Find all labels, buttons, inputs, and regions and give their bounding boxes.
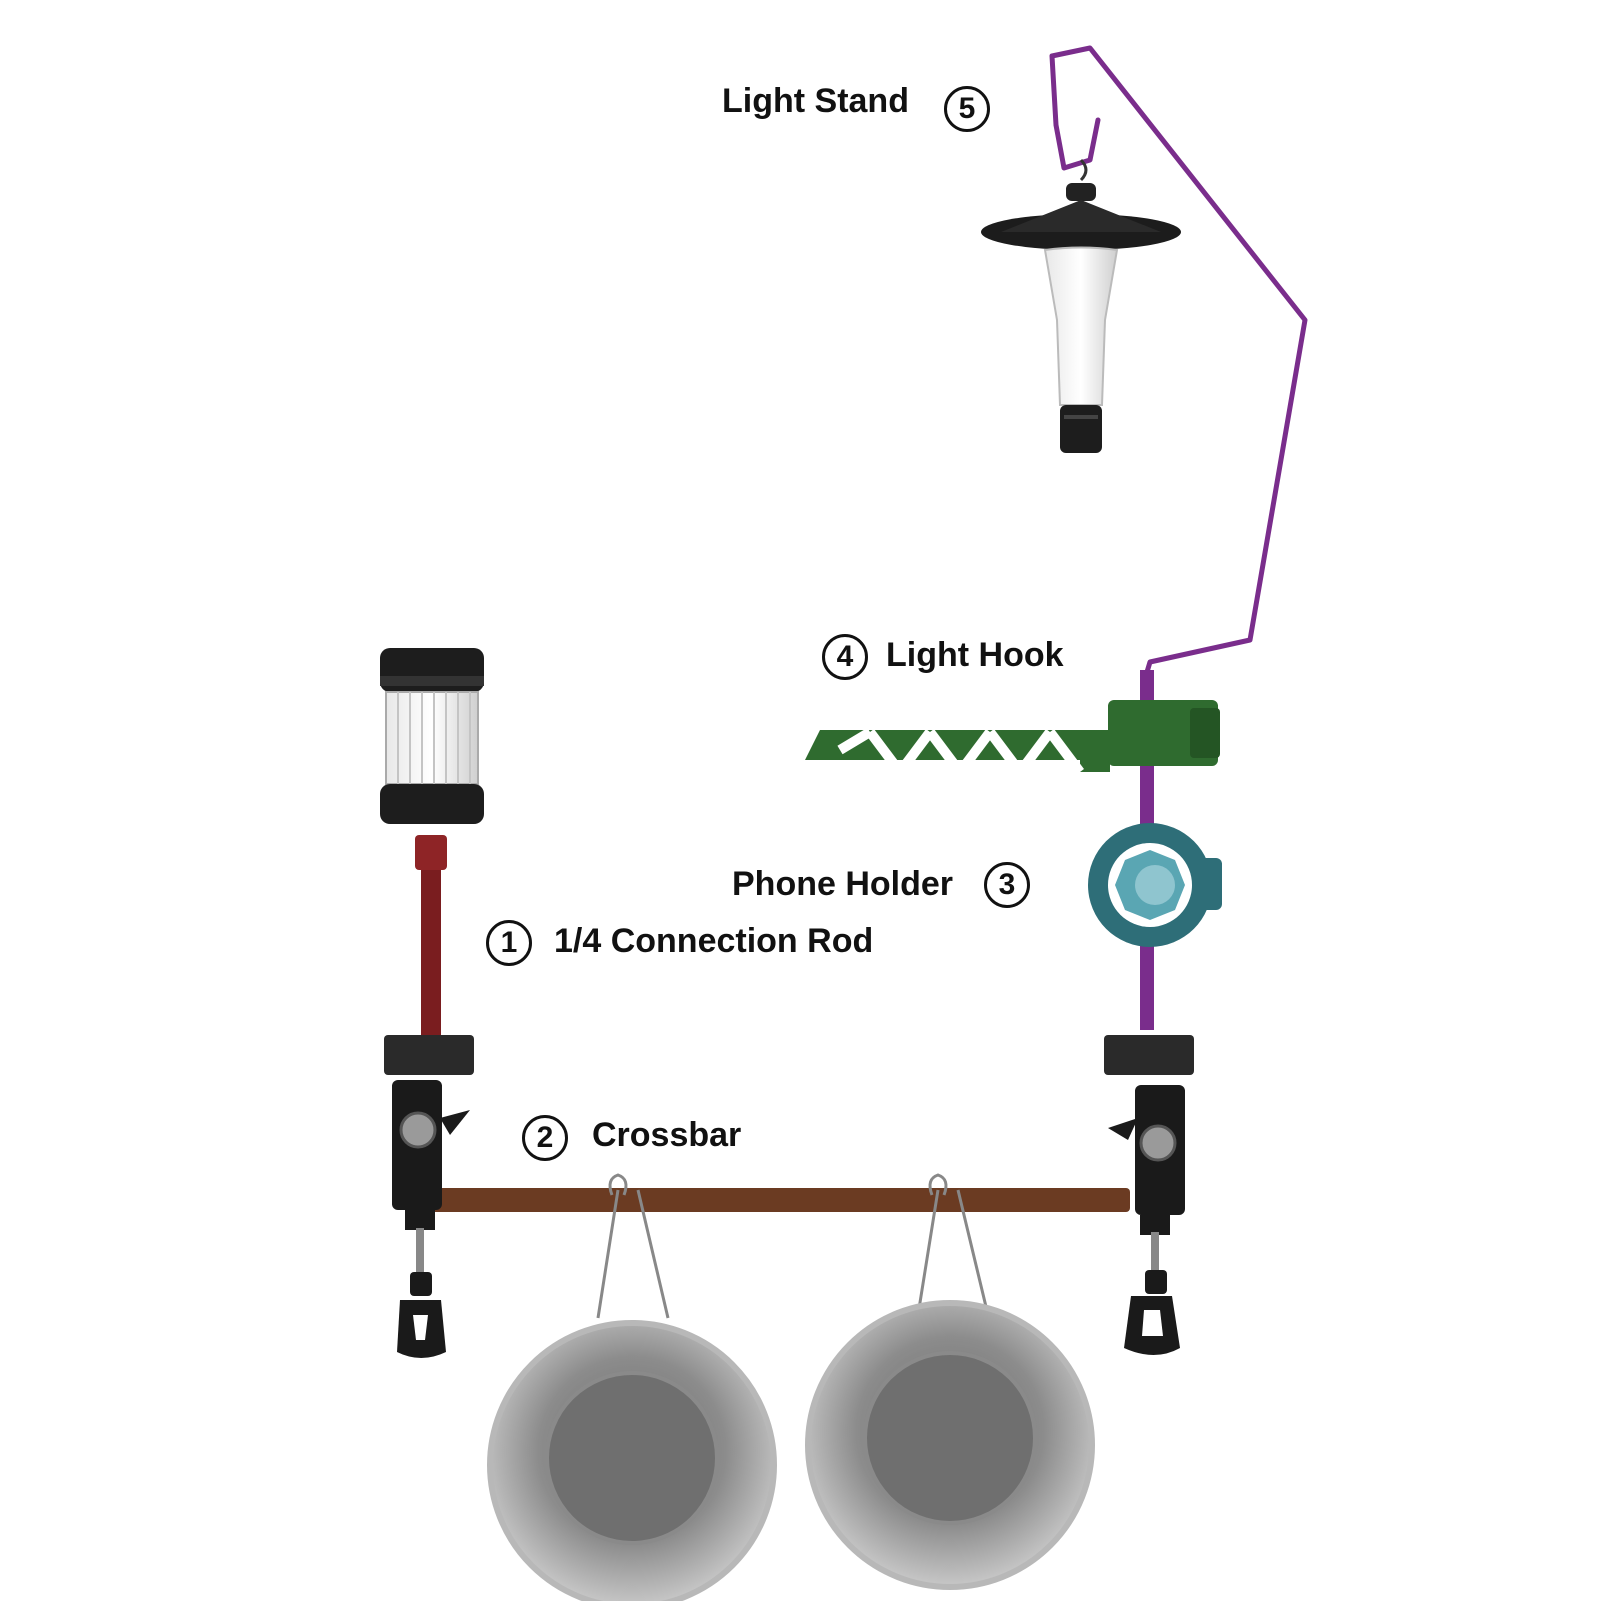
bowl-right xyxy=(805,1173,1095,1590)
callout-3-label: Phone Holder xyxy=(732,865,954,903)
callout-1-number: 1 xyxy=(486,920,532,966)
left-lantern xyxy=(380,648,484,824)
phone-holder xyxy=(1088,823,1222,947)
callout-4-number: 4 xyxy=(822,634,868,680)
callout-2-label: Crossbar xyxy=(592,1116,742,1154)
callout-2-number: 2 xyxy=(522,1115,568,1161)
crossbar xyxy=(430,1188,1130,1212)
hanging-lantern xyxy=(981,158,1181,453)
light-hook xyxy=(805,700,1220,775)
callout-5-number: 5 xyxy=(944,86,990,132)
bowl-left xyxy=(487,1173,777,1606)
callout-5-label: Light Stand xyxy=(722,82,909,120)
callout-4-label: Light Hook xyxy=(886,636,1064,674)
light-stand-arm xyxy=(1049,45,1308,675)
right-clamp xyxy=(1104,1035,1194,1355)
callout-1-label: 1/4 Connection Rod xyxy=(554,922,874,960)
connection-rod xyxy=(415,835,447,1035)
callout-3-number: 3 xyxy=(984,862,1030,908)
left-clamp xyxy=(384,1035,474,1358)
